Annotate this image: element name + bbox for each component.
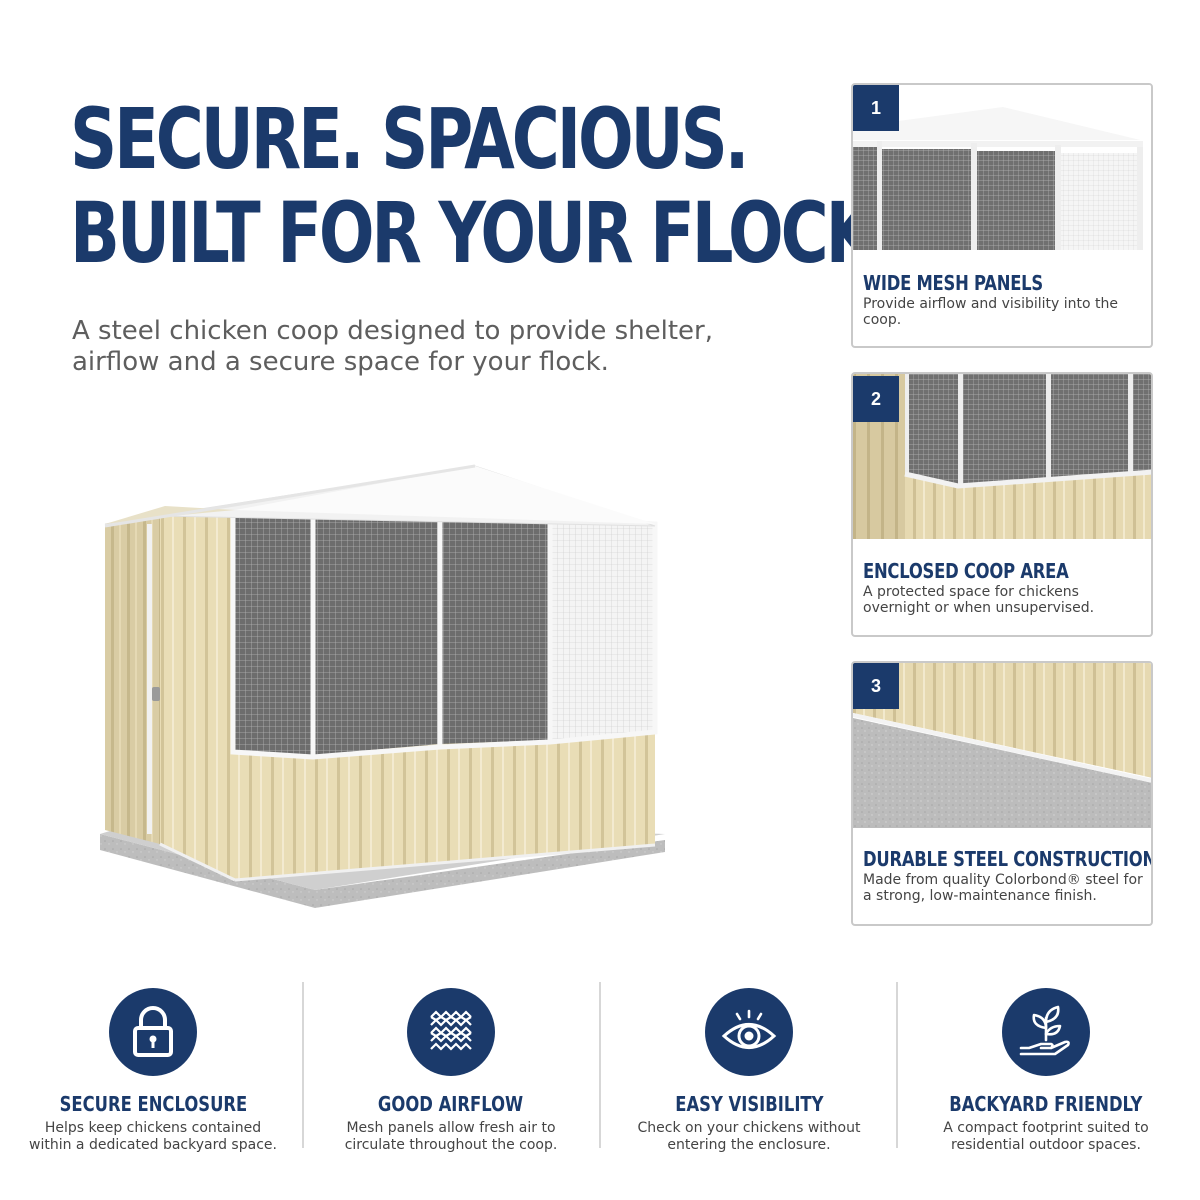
mesh-panels-image bbox=[853, 85, 1151, 250]
feature-card-durable-steel-construction: 3 DURABLE STEEL CONSTRUCTION Made from q… bbox=[851, 661, 1153, 926]
mesh-icon bbox=[407, 988, 495, 1076]
feature-description: A compact footprint suited to residentia… bbox=[943, 1120, 1149, 1153]
card-title: ENCLOSED COOP AREA bbox=[863, 559, 1069, 583]
divider bbox=[599, 982, 601, 1148]
headline-line-2: BUILT FOR YOUR FLOCK. bbox=[70, 184, 898, 282]
feature-title: EASY VISIBILITY bbox=[674, 1092, 824, 1116]
card-description: Provide airflow and visibility into the … bbox=[863, 296, 1119, 328]
enclosed-coop-image bbox=[853, 374, 1151, 539]
card-title: WIDE MESH PANELS bbox=[863, 271, 1043, 295]
card-number: 1 bbox=[853, 85, 899, 131]
card-description: Made from quality Colorbond® steel for a… bbox=[863, 872, 1143, 904]
card-title: DURABLE STEEL CONSTRUCTION bbox=[863, 847, 1153, 871]
feature-card-wide-mesh-panels: 1 WIDE MESH PANELS Provide airflow and v… bbox=[851, 83, 1153, 348]
feature-card-enclosed-coop-area: 2 ENCLOSED COOP AREA A protected space f… bbox=[851, 372, 1153, 637]
headline: SECURE. SPACIOUS. BUILT FOR YOUR FLOCK. bbox=[70, 90, 898, 282]
plant-in-hand-icon bbox=[1002, 988, 1090, 1076]
feature-title: GOOD AIRFLOW bbox=[378, 1092, 524, 1116]
feature-title: SECURE ENCLOSURE bbox=[59, 1092, 247, 1116]
card-number: 2 bbox=[853, 376, 899, 422]
feature-good-airflow: GOOD AIRFLOW Mesh panels allow fresh air… bbox=[303, 988, 599, 1153]
feature-backyard-friendly: BACKYARD FRIENDLY A compact footprint su… bbox=[898, 988, 1194, 1153]
card-number: 3 bbox=[853, 663, 899, 709]
divider bbox=[896, 982, 898, 1148]
chicken-coop-image bbox=[100, 464, 665, 908]
subheading: A steel chicken coop designed to provide… bbox=[72, 316, 713, 377]
card-description: A protected space for chickens overnight… bbox=[863, 584, 1095, 616]
feature-description: Mesh panels allow fresh air to circulate… bbox=[344, 1120, 558, 1153]
steel-wall-image bbox=[853, 663, 1151, 828]
headline-line-1: SECURE. SPACIOUS. bbox=[70, 90, 750, 188]
divider bbox=[302, 982, 304, 1148]
feature-description: Check on your chickens without entering … bbox=[637, 1120, 861, 1153]
feature-title: BACKYARD FRIENDLY bbox=[949, 1092, 1143, 1116]
feature-easy-visibility: EASY VISIBILITY Check on your chickens w… bbox=[601, 988, 897, 1153]
feature-secure-enclosure: SECURE ENCLOSURE Helps keep chickens con… bbox=[5, 988, 301, 1153]
feature-description: Helps keep chickens contained within a d… bbox=[29, 1120, 277, 1153]
eye-icon bbox=[705, 988, 793, 1076]
padlock-icon bbox=[109, 988, 197, 1076]
